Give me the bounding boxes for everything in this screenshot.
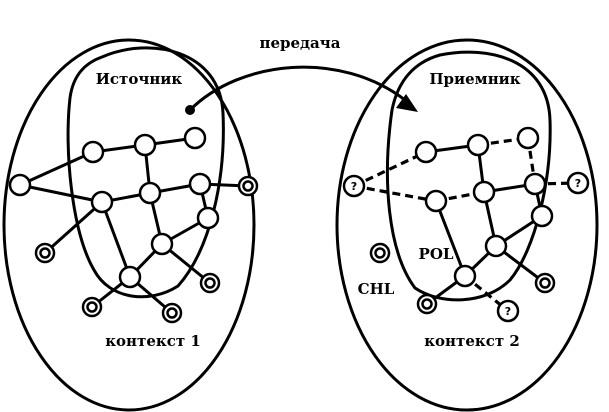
source-graph-nodes (8, 126, 259, 324)
graph-node (8, 173, 32, 197)
source-label: Источник (96, 70, 183, 88)
context-node (81, 296, 103, 318)
graph-node (530, 204, 554, 228)
uncertain-edge (353, 150, 427, 188)
graph-node (424, 189, 448, 213)
chl-label: CHL (358, 280, 395, 298)
context-2-ellipse (335, 38, 599, 412)
receiver-label: Приемник (429, 70, 520, 88)
receiver-graph-edges (425, 143, 546, 306)
graph-edge (434, 200, 467, 277)
context-node (534, 272, 556, 294)
graph-node (414, 140, 438, 164)
context-node (34, 242, 56, 264)
context-1-ellipse (2, 38, 256, 412)
context-node (161, 302, 183, 324)
graph-edge (100, 201, 132, 278)
graph-node (472, 180, 496, 204)
uncertain-edge (353, 184, 437, 203)
graph-node (118, 265, 142, 289)
context-node (369, 242, 391, 264)
pol-label: POL (419, 245, 454, 263)
graph-node (138, 181, 162, 205)
unknown-node: ? (566, 171, 590, 195)
context-node (416, 293, 438, 315)
context-node (199, 272, 221, 294)
unknown-node-label: ? (575, 177, 581, 190)
graph-node (196, 206, 220, 230)
graph-edge (43, 200, 104, 255)
context-1-label: контекст 1 (105, 332, 201, 350)
context-2-label: контекст 2 (424, 332, 520, 350)
source-region (66, 46, 225, 299)
receiver-region (385, 50, 552, 302)
transfer-arrowhead (396, 94, 418, 112)
unknown-node-label: ? (351, 180, 357, 193)
unknown-node: ? (496, 299, 520, 323)
context-node (237, 175, 259, 197)
graph-node (516, 126, 540, 150)
graph-node (133, 133, 157, 157)
graph-node (484, 234, 508, 258)
graph-edge (19, 183, 103, 204)
graph-node (90, 190, 114, 214)
transfer-arrow (188, 65, 406, 112)
graph-node (183, 126, 207, 150)
receiver-graph-nodes: ? ? ? (342, 126, 590, 323)
transfer-label: передача (260, 34, 341, 52)
graph-node (466, 133, 490, 157)
graph-node (188, 172, 212, 196)
graph-node (150, 232, 174, 256)
graph-node (523, 172, 547, 196)
graph-node (453, 264, 477, 288)
unknown-node: ? (342, 174, 366, 198)
transfer-start-dot (185, 105, 195, 115)
unknown-node-label: ? (505, 305, 511, 318)
graph-edge (19, 150, 94, 187)
graph-node (81, 140, 105, 164)
